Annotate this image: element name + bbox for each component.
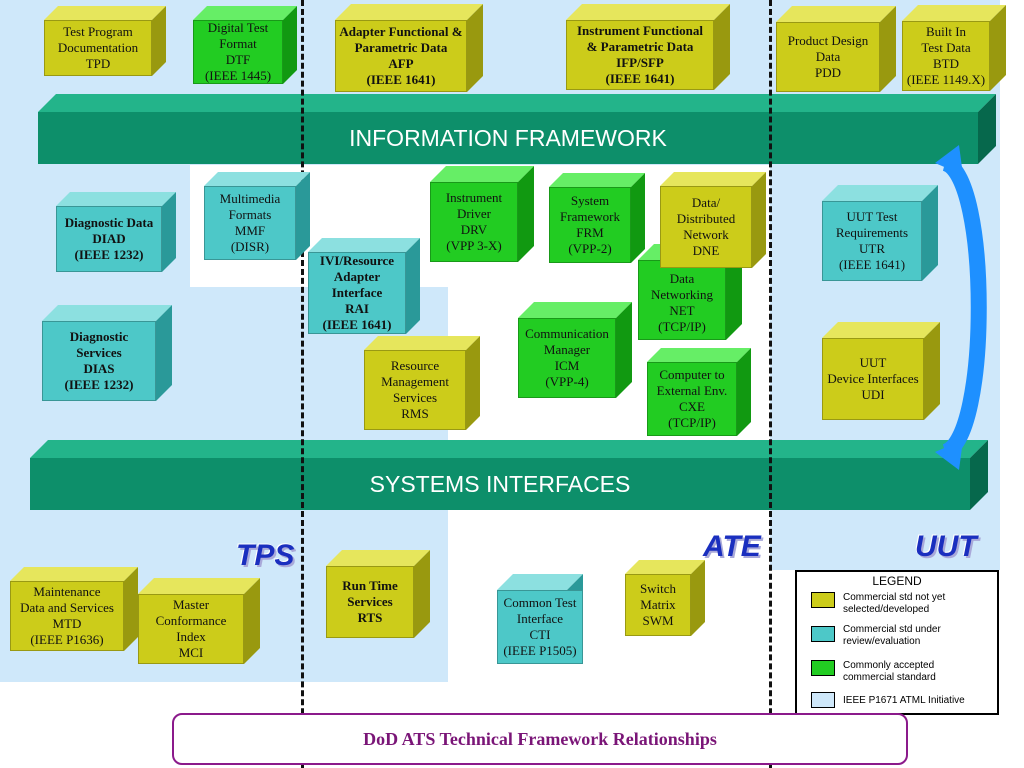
frm-box: System Framework FRM (VPP-2)	[549, 173, 645, 263]
dtf-label: Digital Test Format DTF (IEEE 1445)	[193, 20, 283, 84]
dias-box: Diagnostic Services DIAS (IEEE 1232)	[42, 305, 172, 401]
icm-label: Communication Manager ICM (VPP-4)	[518, 318, 616, 398]
legend-swatch-blue	[811, 692, 835, 708]
utr-box: UUT Test Requirements UTR (IEEE 1641)	[822, 185, 938, 281]
information-framework-label: INFORMATION FRAMEWORK	[38, 112, 978, 164]
ate-uut-divider	[769, 0, 772, 768]
mtd-label: Maintenance Data and Services MTD (IEEE …	[10, 581, 124, 651]
drv-label: Instrument Driver DRV (VPP 3-X)	[430, 182, 518, 262]
legend-item-label: Commercial std under review/evaluation	[843, 624, 941, 647]
pdd-box: Product Design Data PDD	[776, 6, 896, 92]
tpd-box: Test Program Documentation TPD	[44, 6, 166, 76]
rts-label: Run Time Services RTS	[326, 566, 414, 638]
btd-box: Built In Test Data BTD (IEEE 1149.X)	[902, 5, 1006, 91]
legend: LEGEND Commercial std not yet selected/d…	[795, 570, 999, 715]
legend-item-label: IEEE P1671 ATML Initiative	[843, 695, 965, 706]
udi-box: UUT Device Interfaces UDI	[822, 322, 940, 420]
frm-label: System Framework FRM (VPP-2)	[549, 187, 631, 263]
diagram-title: DoD ATS Technical Framework Relationship…	[363, 728, 717, 749]
cxe-box: Computer to External Env. CXE (TCP/IP)	[647, 348, 751, 436]
rts-box: Run Time Services RTS	[326, 550, 430, 638]
ate-tag: ATE	[703, 530, 761, 563]
utr-label: UUT Test Requirements UTR (IEEE 1641)	[822, 201, 922, 281]
mtd-box: Maintenance Data and Services MTD (IEEE …	[10, 567, 138, 651]
mci-label: Master Conformance Index MCI	[138, 594, 244, 664]
rai-box: IVI/Resource Adapter Interface RAI (IEEE…	[308, 238, 420, 334]
legend-swatch-cyan	[811, 626, 835, 642]
ifp-box: Instrument Functional & Parametric Data …	[566, 4, 730, 90]
uut-double-arrow-icon	[935, 145, 987, 470]
cxe-label: Computer to External Env. CXE (TCP/IP)	[647, 362, 737, 436]
tps-tag: TPS	[236, 539, 295, 572]
pdd-label: Product Design Data PDD	[776, 22, 880, 92]
net-label: Data Networking NET (TCP/IP)	[638, 260, 726, 340]
uut-tag: UUT	[915, 530, 977, 563]
drv-box: Instrument Driver DRV (VPP 3-X)	[430, 166, 534, 262]
afp-label: Adapter Functional & Parametric Data AFP…	[335, 20, 467, 92]
mmf-box: Multimedia Formats MMF (DISR)	[204, 172, 310, 260]
dtf-box: Digital Test Format DTF (IEEE 1445)	[193, 6, 297, 84]
mci-box: Master Conformance Index MCI	[138, 578, 260, 664]
diad-box: Diagnostic Data DIAD (IEEE 1232)	[56, 192, 176, 272]
swm-label: Switch Matrix SWM	[625, 574, 691, 636]
diagram-title-box: DoD ATS Technical Framework Relationship…	[172, 713, 908, 765]
legend-item-label: Commonly accepted commercial standard	[843, 660, 936, 683]
legend-swatch-green	[811, 660, 835, 676]
legend-swatch-yellow	[811, 592, 835, 608]
dias-label: Diagnostic Services DIAS (IEEE 1232)	[42, 321, 156, 401]
cti-label: Common Test Interface CTI (IEEE P1505)	[497, 590, 583, 664]
tpd-label: Test Program Documentation TPD	[44, 20, 152, 76]
rai-label: IVI/Resource Adapter Interface RAI (IEEE…	[308, 252, 406, 334]
dne-label: Data/ Distributed Network DNE	[660, 186, 752, 268]
ifp-label: Instrument Functional & Parametric Data …	[566, 20, 714, 90]
icm-box: Communication Manager ICM (VPP-4)	[518, 302, 632, 398]
dne-box: Data/ Distributed Network DNE	[660, 172, 766, 268]
systems-interfaces-band: SYSTEMS INTERFACES	[30, 440, 988, 510]
tps-ate-divider	[301, 0, 304, 768]
diad-label: Diagnostic Data DIAD (IEEE 1232)	[56, 206, 162, 272]
swm-box: Switch Matrix SWM	[625, 560, 705, 636]
legend-item-label: Commercial std not yet selected/develope…	[843, 592, 946, 615]
information-framework-band: INFORMATION FRAMEWORK	[38, 94, 996, 164]
btd-label: Built In Test Data BTD (IEEE 1149.X)	[902, 21, 990, 91]
mmf-label: Multimedia Formats MMF (DISR)	[204, 186, 296, 260]
cti-block: Common Test Interface CTI (IEEE P1505)	[497, 574, 583, 664]
systems-interfaces-label: SYSTEMS INTERFACES	[30, 458, 970, 510]
rms-label: Resource Management Services RMS	[364, 350, 466, 430]
legend-title: LEGEND	[872, 574, 922, 588]
rms-box: Resource Management Services RMS	[364, 336, 480, 430]
udi-label: UUT Device Interfaces UDI	[822, 338, 924, 420]
afp-box: Adapter Functional & Parametric Data AFP…	[335, 4, 483, 92]
